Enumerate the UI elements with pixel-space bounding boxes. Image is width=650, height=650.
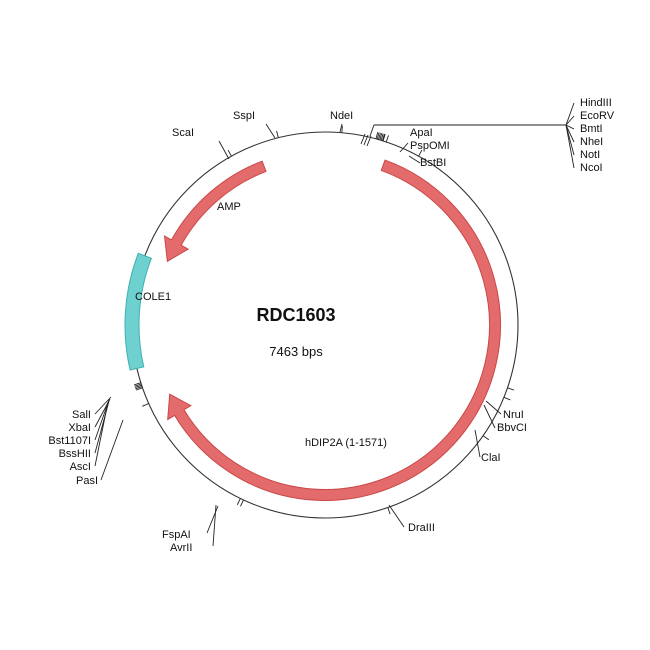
site-label-clai[interactable]: ClaI (481, 452, 501, 464)
site-tick-ncoi (381, 133, 385, 141)
site-label-draiii[interactable]: DraIII (408, 522, 435, 534)
site-label-apai[interactable]: ApaI (410, 127, 433, 139)
site-label-sspi[interactable]: SspI (233, 110, 255, 122)
site-label-avrii[interactable]: AvrII (170, 542, 192, 554)
site-tick-asci (134, 382, 141, 386)
site-label-nhei[interactable]: NheI (580, 136, 603, 148)
site-label-pasi[interactable]: PasI (76, 475, 98, 487)
site-label-nrui[interactable]: NruI (503, 409, 524, 421)
site-tick-clai (482, 435, 490, 441)
site-label-fspai[interactable]: FspAI (162, 529, 191, 541)
other-site-leader-lines (206, 123, 502, 547)
site-tick-fspai (240, 499, 244, 507)
site-label-noti[interactable]: NotI (580, 149, 600, 161)
site-tick-xbai (135, 386, 143, 390)
site-tick-bst1107i (134, 384, 142, 388)
site-tick-noti (380, 133, 384, 141)
site-tick-bsshii (134, 383, 142, 387)
site-tick-avrii (236, 498, 241, 505)
feature-label-hdip2a: hDIP2A (1-1571) (305, 437, 387, 449)
site-tick-scai (227, 149, 232, 157)
site-label-bbvci[interactable]: BbvCI (497, 422, 527, 434)
site-tick-bmti (378, 132, 381, 140)
mcs-leader-lines (360, 102, 575, 169)
site-label-ndei[interactable]: NdeI (330, 110, 353, 122)
site-tick-sspi (276, 130, 279, 138)
site-tick-nhei (379, 133, 383, 141)
left-site-leader-lines (94, 396, 124, 481)
site-label-bstbi[interactable]: BstBI (420, 157, 446, 169)
site-tick-apai (382, 134, 386, 142)
site-label-scai[interactable]: ScaI (172, 127, 194, 139)
site-label-xbai[interactable]: XbaI (68, 422, 91, 434)
site-tick-draiii (387, 507, 391, 515)
site-tick-bstbi (418, 149, 423, 157)
site-tick-ndei (341, 125, 343, 133)
site-label-ncoi[interactable]: NcoI (580, 162, 603, 174)
feature-label-amp: AMP (217, 201, 241, 213)
site-tick-pasi (142, 403, 149, 407)
feature-hdip2a-arrow[interactable] (167, 159, 501, 501)
site-tick-nrui (507, 387, 515, 391)
site-label-bst1107i[interactable]: Bst1107I (48, 435, 91, 447)
site-tick-pspomi (385, 135, 389, 143)
site-label-hindiii[interactable]: HindIII (580, 97, 612, 109)
feature-label-cole1: COLE1 (135, 291, 171, 303)
plasmid-size: 7463 bps (269, 344, 323, 359)
plasmid-backbone-circle (131, 131, 519, 519)
site-label-bmti[interactable]: BmtI (580, 123, 603, 135)
feature-cole1-block[interactable] (124, 252, 152, 371)
site-tick-sali (135, 387, 143, 391)
site-tick-bbvci (503, 396, 511, 401)
site-label-pspomi[interactable]: PspOMI (410, 140, 450, 152)
site-label-ecorv[interactable]: EcoRV (580, 110, 615, 122)
feature-amp-arrow[interactable] (163, 160, 267, 263)
site-tick-hindiii (375, 131, 379, 139)
site-label-asci[interactable]: AscI (70, 461, 91, 473)
restriction-site-ticks (134, 125, 515, 515)
site-tick-ecorv (376, 132, 380, 140)
site-label-sali[interactable]: SalI (72, 409, 91, 421)
plasmid-name: RDC1603 (256, 305, 335, 325)
site-label-bsshii[interactable]: BssHII (59, 448, 91, 460)
